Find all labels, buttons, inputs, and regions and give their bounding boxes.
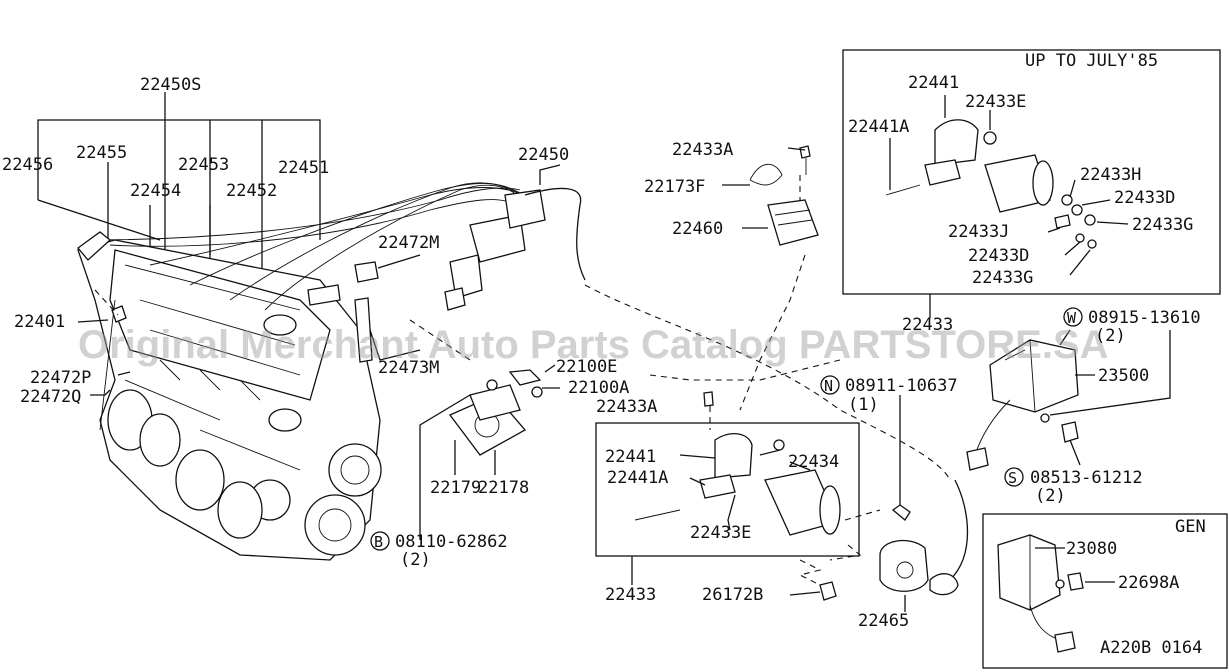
label-22441A-top: 22441A [848, 117, 909, 137]
label-22472P: 22472P [30, 368, 91, 388]
gen-parts [997, 534, 1115, 653]
regulator-parts [966, 329, 1171, 471]
label-08915-qty: (2) [1095, 326, 1126, 346]
marker-N: N [824, 377, 833, 395]
late-coil-box [595, 422, 860, 557]
label-23500: 23500 [1098, 366, 1149, 386]
label-22433D-1: 22433D [1114, 188, 1175, 208]
label-22472M: 22472M [378, 233, 439, 253]
label-08915-13610: 08915-13610 [1088, 308, 1201, 328]
label-22441A-mid: 22441A [607, 468, 668, 488]
label-22441-mid: 22441 [605, 447, 656, 467]
label-22460: 22460 [672, 219, 723, 239]
label-22433E-mid: 22433E [690, 523, 751, 543]
early-box-ref: 22433 [902, 315, 953, 335]
marker-W-circle [1063, 307, 1083, 327]
label-22455: 22455 [76, 143, 127, 163]
label-22456: 22456 [2, 155, 53, 175]
early-box-title: UP TO JULY'85 [1025, 51, 1158, 71]
label-22441-top: 22441 [908, 73, 959, 93]
label-22433D-2: 22433D [968, 246, 1029, 266]
label-22100E: 22100E [556, 357, 617, 377]
label-22178: 22178 [478, 478, 529, 498]
label-22401: 22401 [14, 312, 65, 332]
label-22433G-1: 22433G [1132, 215, 1193, 235]
gen-box-title: GEN [1175, 517, 1206, 537]
label-22698A: 22698A [1118, 573, 1179, 593]
label-22173F: 22173F [644, 177, 705, 197]
label-22473M: 22473M [378, 358, 439, 378]
label-22450: 22450 [518, 145, 569, 165]
label-08513-61212: 08513-61212 [1030, 468, 1143, 488]
label-22465: 22465 [858, 611, 909, 631]
label-08911-10637: 08911-10637 [845, 376, 958, 396]
label-26172B: 26172B [702, 585, 763, 605]
label-08110-qty: (2) [400, 550, 431, 570]
label-22433A-mid: 22433A [596, 397, 657, 417]
label-22433A-top: 22433A [672, 140, 733, 160]
label-22179: 22179 [430, 478, 481, 498]
label-08513-qty: (2) [1035, 486, 1066, 506]
engine-drawing [37, 92, 951, 561]
label-23080: 23080 [1066, 539, 1117, 559]
label-22450S: 22450S [140, 75, 201, 95]
gen-box [982, 513, 1228, 669]
early-coil-parts [885, 95, 1129, 318]
label-22433H: 22433H [1080, 165, 1141, 185]
label-08911-qty: (1) [848, 395, 879, 415]
marker-B-circle [370, 531, 390, 551]
late-coil-parts [631, 391, 881, 585]
label-08110-62862: 08110-62862 [395, 532, 508, 552]
label-22433E-top: 22433E [965, 92, 1026, 112]
label-22451: 22451 [278, 158, 329, 178]
marker-S: S [1008, 469, 1017, 487]
marker-N-circle [820, 375, 840, 395]
label-22453: 22453 [178, 155, 229, 175]
late-box-ref: 22433 [605, 585, 656, 605]
marker-S-circle [1004, 467, 1024, 487]
label-22100A: 22100A [568, 378, 629, 398]
label-22472Q: 22472Q [20, 387, 81, 407]
label-22454: 22454 [130, 181, 181, 201]
label-22434: 22434 [788, 452, 839, 472]
diagram-code: A220B 0164 [1100, 638, 1202, 658]
condenser-bracket-parts [722, 145, 819, 411]
distributor-parts [789, 395, 969, 612]
marker-W: W [1067, 309, 1077, 327]
label-22433G-2: 22433G [972, 268, 1033, 288]
watermark-text: Original Merchant Auto Parts Catalog PAR… [78, 323, 1109, 367]
label-22452: 22452 [226, 181, 277, 201]
early-coil-box [842, 49, 1221, 295]
marker-B: B [374, 533, 383, 551]
label-22433J: 22433J [948, 222, 1009, 242]
